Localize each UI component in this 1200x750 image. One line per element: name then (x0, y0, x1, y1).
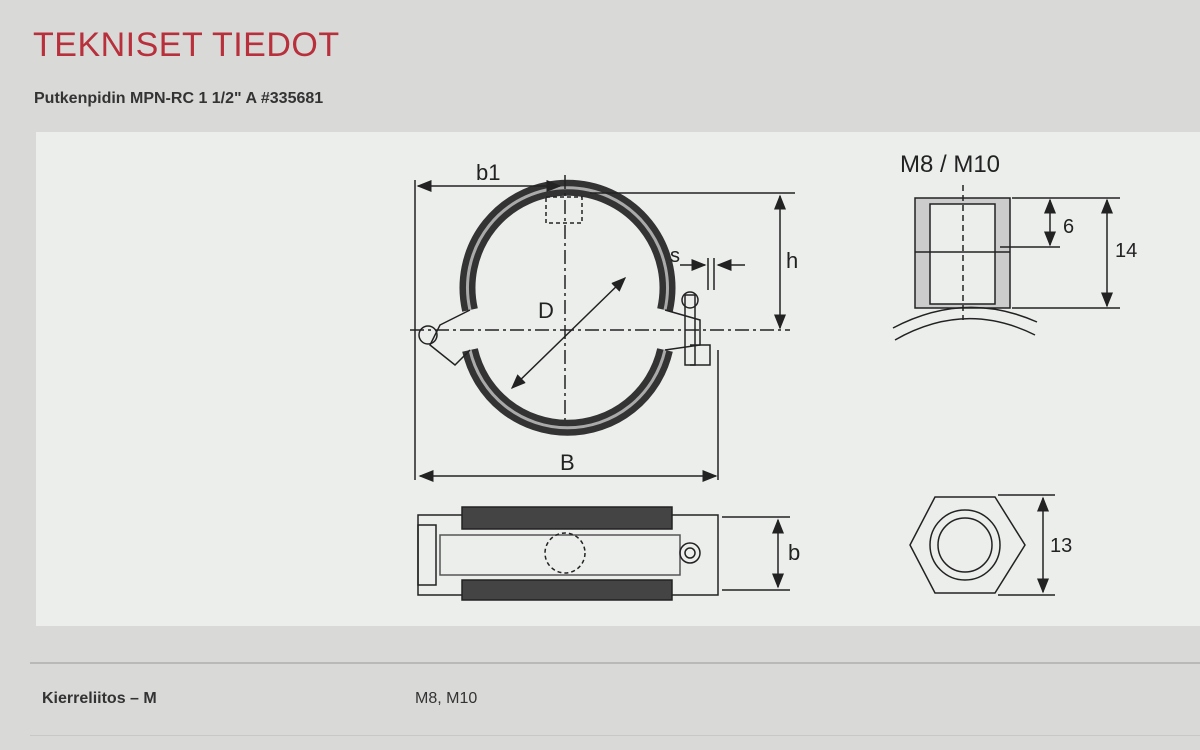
label-b1: b1 (476, 160, 500, 185)
section-divider (30, 662, 1200, 664)
thread-insert-top-view (909, 496, 1026, 594)
label-h: h (786, 248, 798, 273)
pipe-clamp-top-view (417, 506, 719, 601)
technical-drawing: b1 h s D B b M8 / M10 6 14 13 (36, 132, 1200, 626)
pipe-clamp-front-view (410, 175, 790, 436)
label-dim-13: 13 (1050, 535, 1072, 557)
row-divider (30, 735, 1200, 736)
label-dim-6: 6 (1063, 216, 1074, 238)
spec-label: Kierreliitos – M (42, 690, 157, 707)
label-b: b (788, 540, 800, 565)
label-dim-14: 14 (1115, 240, 1137, 262)
page-title: TEKNISET TIEDOT (33, 26, 340, 64)
spec-value: M8, M10 (415, 690, 478, 707)
drawing-svg: b1 h s D B b M8 / M10 6 14 13 (410, 151, 1137, 601)
label-B: B (560, 450, 575, 475)
thread-insert-side-view (892, 185, 1038, 341)
product-name: Putkenpidin MPN-RC 1 1/2" A #335681 (34, 90, 324, 107)
label-thread: M8 / M10 (900, 151, 1000, 178)
label-D: D (538, 298, 554, 323)
label-s: s (670, 245, 680, 267)
